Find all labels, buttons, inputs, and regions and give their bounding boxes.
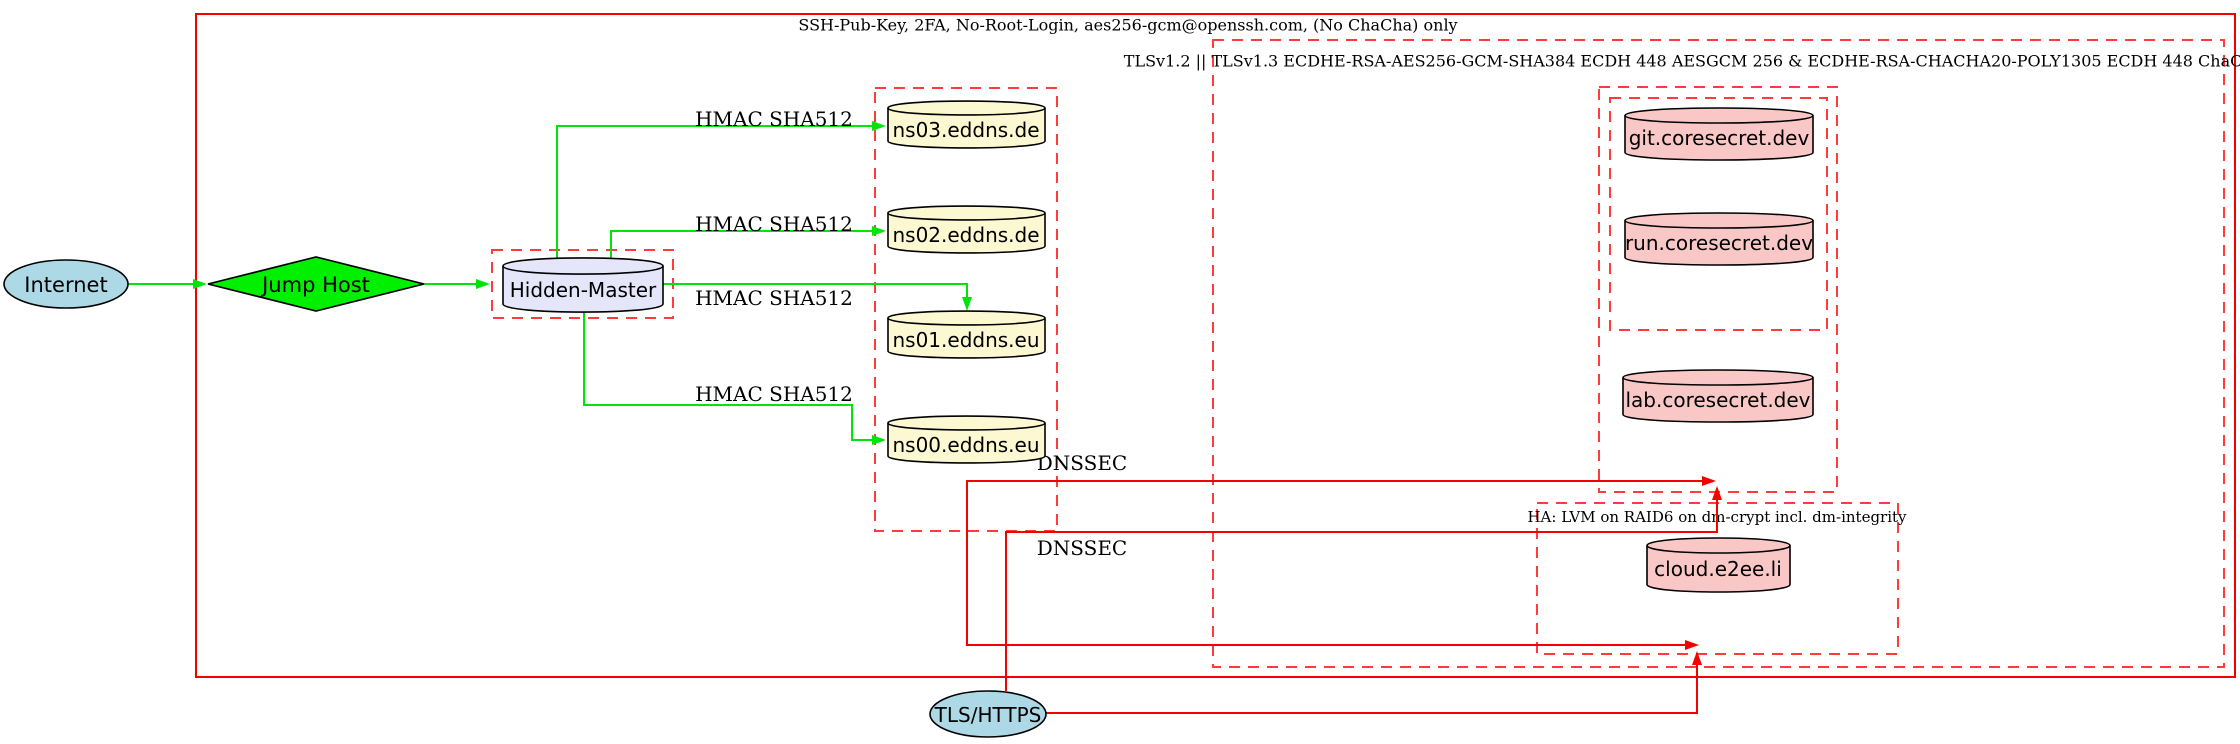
cylinder-top-arc <box>887 107 1046 116</box>
cluster-eddns-box <box>874 87 1058 532</box>
cylinder-top-arc <box>502 265 664 275</box>
arrowhead-icon <box>193 279 207 289</box>
edge-eddns-ha-dnssec <box>966 530 1685 646</box>
cylinder-top-arc <box>887 317 1046 326</box>
node-internet <box>3 259 129 309</box>
edge-hiddenmaster-ns02 <box>610 230 872 260</box>
node-ns00-label: ns00.eddns.eu <box>892 433 1039 457</box>
node-cloud-label: cloud.e2ee.li <box>1654 557 1782 581</box>
cluster-ssh-label: SSH-Pub-Key, 2FA, No-Root-Login, aes256-… <box>798 16 1457 35</box>
node-ns02 <box>887 205 1046 254</box>
edge-eddns-coresecret-dnssec <box>966 480 1702 530</box>
cylinder-top-arc <box>1624 114 1814 124</box>
edge-label-dnssec-2: DNSSEC <box>1037 536 1128 560</box>
node-tls-https <box>929 690 1047 738</box>
cylinder-top-arc <box>887 422 1046 431</box>
node-git <box>1624 107 1814 161</box>
arrowhead-icon <box>872 435 886 445</box>
arrowhead-icon <box>872 226 886 236</box>
node-ns00 <box>887 415 1046 464</box>
edge-hiddenmaster-ns01 <box>663 283 968 297</box>
cylinder-top-arc <box>1646 544 1791 554</box>
edge-hiddenmaster-ns00 <box>583 312 872 441</box>
arrowhead-icon <box>476 279 490 289</box>
node-ns01 <box>887 310 1046 359</box>
node-run-label: run.coresecret.dev <box>1625 231 1813 255</box>
cylinder-top-arc <box>887 212 1046 221</box>
node-ns02-label: ns02.eddns.de <box>892 223 1039 247</box>
edge-label-hmac-ns01: HMAC SHA512 <box>695 286 853 310</box>
node-lab-label: lab.coresecret.dev <box>1625 388 1810 412</box>
edge-label-hmac-ns03: HMAC SHA512 <box>695 107 853 131</box>
node-internet-label: Internet <box>24 273 107 297</box>
node-run <box>1624 212 1814 266</box>
edge-label-dnssec-1: DNSSEC <box>1037 451 1128 475</box>
node-jump-host-label: Jump Host <box>260 273 370 297</box>
node-git-label: git.coresecret.dev <box>1629 126 1810 150</box>
arrowhead-icon <box>872 121 886 131</box>
cluster-ssh-box <box>195 13 2236 678</box>
arrowhead-icon <box>1692 651 1702 665</box>
node-ns03-label: ns03.eddns.de <box>892 118 1039 142</box>
edge-label-hmac-ns02: HMAC SHA512 <box>695 212 853 236</box>
node-tls-https-label: TLS/HTTPS <box>934 703 1042 727</box>
cluster-tls-label: TLSv1.2 || TLSv1.3 ECDHE-RSA-AES256-GCM-… <box>1124 52 2240 71</box>
node-hidden-master <box>502 257 664 313</box>
arrowhead-icon <box>1712 486 1722 500</box>
edge-tlshttps-ha <box>1046 665 1698 714</box>
node-jump-host <box>207 256 425 312</box>
edge-tlshttps-coresecret <box>1005 500 1718 691</box>
arrowhead-icon <box>1702 476 1716 486</box>
edge-label-hmac-ns00: HMAC SHA512 <box>695 382 853 406</box>
cluster-coresecret-inner-box <box>1609 97 1828 331</box>
edge-hiddenmaster-ns03 <box>556 125 872 260</box>
arrowhead-icon <box>1685 640 1699 650</box>
node-ns01-label: ns01.eddns.eu <box>892 328 1039 352</box>
cylinder-top-arc <box>1624 219 1814 229</box>
cylinder-top-arc <box>1622 376 1814 386</box>
arrowhead-icon <box>962 297 972 311</box>
node-hidden-master-label: Hidden-Master <box>510 278 657 302</box>
node-lab <box>1622 369 1814 423</box>
node-ns03 <box>887 100 1046 149</box>
